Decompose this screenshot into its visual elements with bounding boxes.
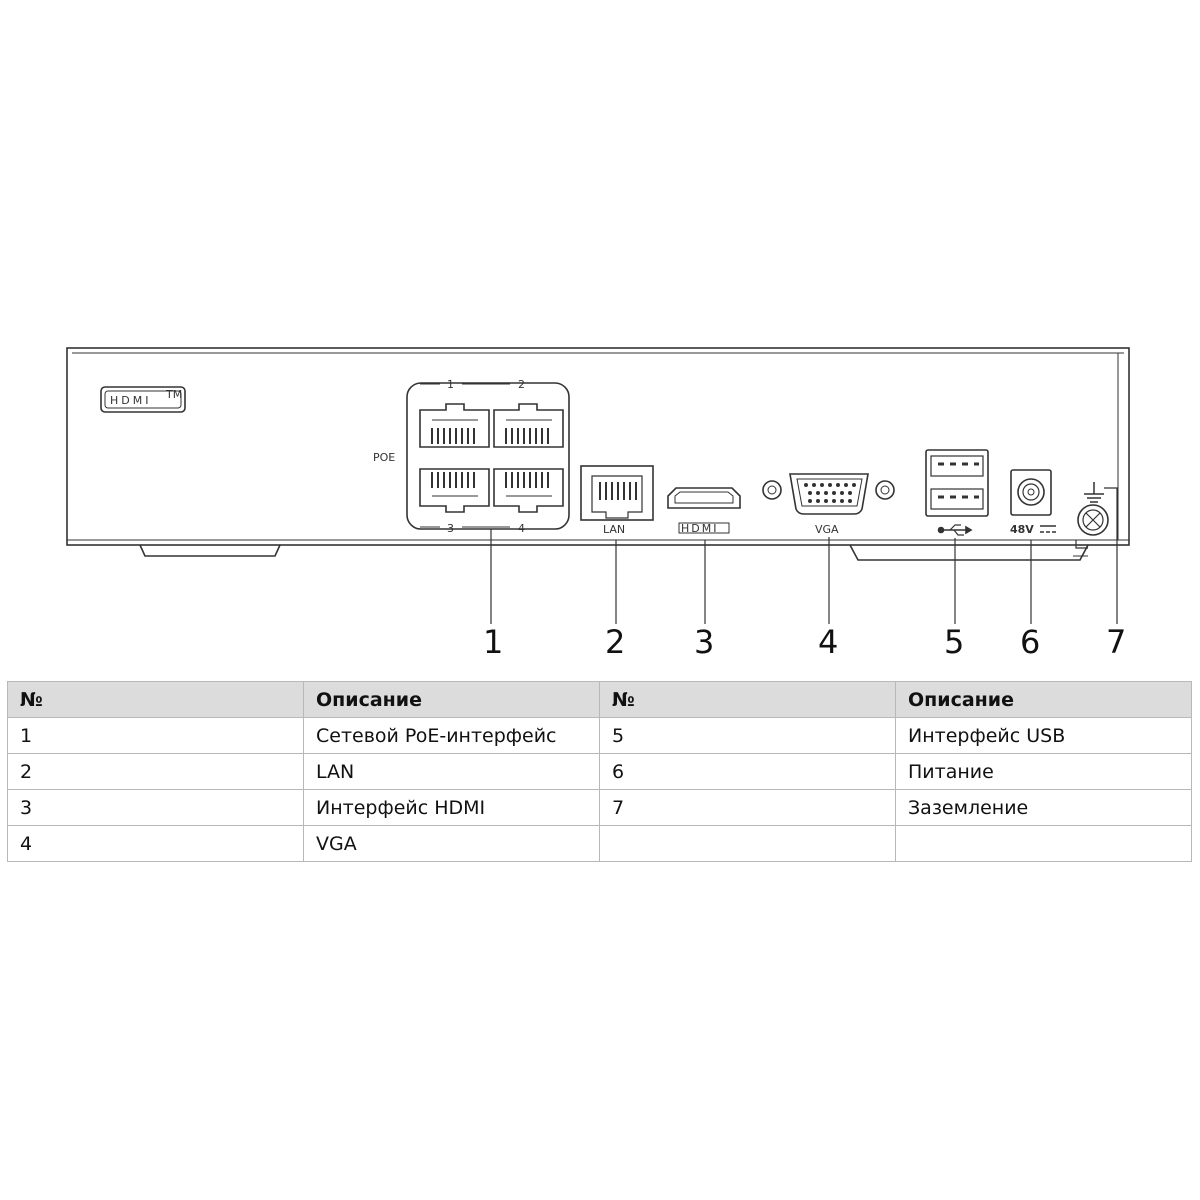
- ground-terminal-icon: [1075, 482, 1109, 549]
- table-row: 3 Интерфейс HDMI 7 Заземление: [7, 789, 1192, 826]
- poe-port-3-icon: [419, 468, 490, 513]
- poe-port-4-icon: [493, 468, 564, 513]
- callout-6: 6: [1020, 623, 1040, 661]
- hdmi-port-label: HDMI: [681, 522, 718, 535]
- header-description: Описание: [895, 681, 1192, 718]
- header-number: №: [7, 681, 304, 718]
- table-cell: 4: [7, 825, 304, 862]
- usb-symbol-icon: [937, 524, 973, 536]
- table-cell: [599, 825, 896, 862]
- power-jack-icon: [1010, 469, 1056, 533]
- table-cell: Интерфейс HDMI: [303, 789, 600, 826]
- port-description-table: № Описание № Описание 1 Сетевой PoE-инте…: [7, 681, 1192, 862]
- table-cell: Питание: [895, 753, 1192, 790]
- header-description: Описание: [303, 681, 600, 718]
- usb-port-icon: [925, 449, 989, 517]
- hdmi-port-icon: [667, 487, 741, 534]
- callout-3: 3: [694, 623, 714, 661]
- rear-panel-diagram: HDMI TM POE 1 2 3 4 LAN HDMI VGA 48V 1 2…: [66, 347, 1130, 661]
- table-row: 2 LAN 6 Питание: [7, 753, 1192, 790]
- device-chassis: [66, 347, 1130, 561]
- poe-port-1-icon: [419, 403, 490, 448]
- lan-port-icon: [580, 465, 654, 521]
- poe-port-2-label: 2: [518, 378, 525, 391]
- header-number: №: [599, 681, 896, 718]
- poe-port-block: [406, 382, 570, 530]
- table-row: 1 Сетевой PoE-интерфейс 5 Интерфейс USB: [7, 717, 1192, 754]
- vga-port-icon: [762, 473, 895, 515]
- callout-2: 2: [605, 623, 625, 661]
- callout-5: 5: [944, 623, 964, 661]
- poe-port-1-label: 1: [447, 378, 454, 391]
- callout-leader-lines: [490, 487, 1118, 624]
- callout-1: 1: [483, 623, 503, 661]
- power-label: 48V: [1010, 523, 1034, 536]
- table-cell: Заземление: [895, 789, 1192, 826]
- table-cell: VGA: [303, 825, 600, 862]
- hdmi-logo-icon: [100, 386, 186, 413]
- poe-label: POE: [373, 451, 395, 464]
- callout-7: 7: [1106, 623, 1126, 661]
- hdmi-logo-label: HDMI: [110, 394, 151, 407]
- lan-label: LAN: [603, 523, 625, 536]
- table-cell: 2: [7, 753, 304, 790]
- table-cell: LAN: [303, 753, 600, 790]
- poe-port-4-label: 4: [518, 522, 525, 535]
- table-cell: 6: [599, 753, 896, 790]
- table-cell: Сетевой PoE-интерфейс: [303, 717, 600, 754]
- table-row: 4 VGA: [7, 825, 1192, 862]
- vga-label: VGA: [815, 523, 839, 536]
- poe-port-3-label: 3: [447, 522, 454, 535]
- table-cell: 5: [599, 717, 896, 754]
- poe-port-2-icon: [493, 403, 564, 448]
- table-cell: 3: [7, 789, 304, 826]
- callout-4: 4: [818, 623, 838, 661]
- table-cell: 7: [599, 789, 896, 826]
- table-cell: [895, 825, 1192, 862]
- table-cell: 1: [7, 717, 304, 754]
- table-header-row: № Описание № Описание: [7, 681, 1192, 718]
- hdmi-logo-tm-label: TM: [165, 388, 182, 401]
- table-cell: Интерфейс USB: [895, 717, 1192, 754]
